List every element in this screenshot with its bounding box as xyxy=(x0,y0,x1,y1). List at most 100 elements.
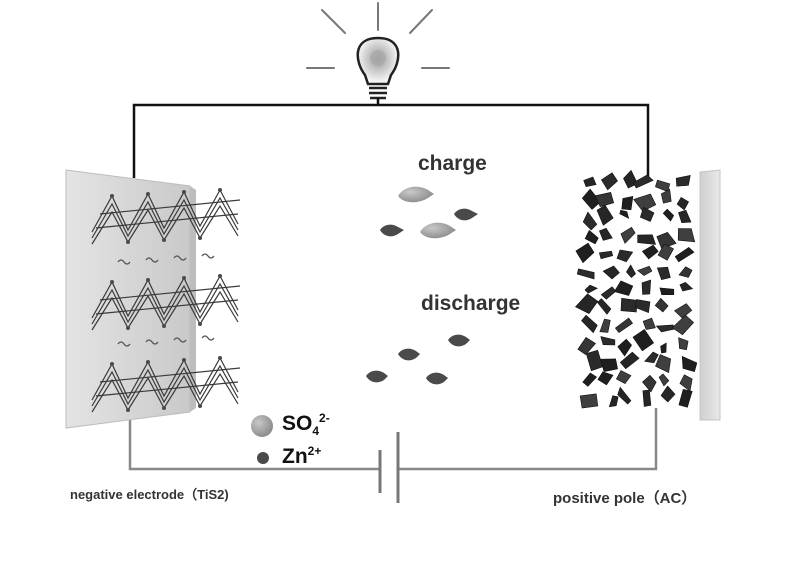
carbon-flake xyxy=(636,265,653,276)
carbon-flake xyxy=(678,266,693,278)
carbon-flake xyxy=(677,228,696,243)
carbon-flake xyxy=(632,328,655,352)
carbon-flake xyxy=(597,371,614,386)
carbon-flake xyxy=(594,192,615,208)
activated-carbon-flakes xyxy=(575,169,698,409)
carbon-flake xyxy=(678,209,692,224)
carbon-flake xyxy=(617,386,632,405)
tis2-atoms xyxy=(110,188,222,412)
carbon-flake xyxy=(620,297,638,313)
electrolyte-ions xyxy=(366,186,478,385)
light-bulb-icon xyxy=(356,36,400,106)
carbon-flake xyxy=(660,342,667,354)
negative-electrode-label: negative electrode（TiS2) xyxy=(70,487,229,502)
discharge-label: discharge xyxy=(421,292,521,315)
carbon-flake xyxy=(641,244,659,260)
zinc-base: Zn xyxy=(282,445,308,468)
zinc-sup: 2+ xyxy=(307,444,322,458)
sulfate-ion-moving xyxy=(420,222,456,239)
carbon-flake xyxy=(655,354,672,374)
carbon-flake xyxy=(678,388,693,408)
zinc-ion-moving xyxy=(454,208,478,221)
carbon-flake xyxy=(660,188,672,204)
carbon-flake xyxy=(659,287,675,296)
tis2-layer-3 xyxy=(91,356,241,413)
light-rays xyxy=(306,2,450,69)
carbon-flake xyxy=(582,211,598,231)
carbon-flake xyxy=(599,318,611,333)
carbon-flake xyxy=(619,351,640,370)
carbon-flake xyxy=(674,247,695,263)
carbon-flake xyxy=(662,208,675,222)
carbon-flake xyxy=(613,280,634,296)
carbon-flake xyxy=(620,226,636,244)
carbon-flake xyxy=(637,234,657,245)
charge-label: charge xyxy=(418,152,487,175)
top-wire xyxy=(132,103,650,178)
carbon-flake xyxy=(626,264,636,279)
positive-electrode-plate xyxy=(699,169,721,421)
carbon-flake xyxy=(660,385,676,403)
carbon-flake xyxy=(674,303,693,319)
negative-electrode-plate xyxy=(65,169,196,429)
carbon-flake xyxy=(656,266,671,280)
carbon-flake xyxy=(644,351,659,364)
carbon-flake xyxy=(600,336,616,346)
carbon-flake xyxy=(639,206,655,222)
carbon-flake xyxy=(657,243,675,261)
carbon-flake xyxy=(600,286,617,300)
carbon-flake xyxy=(583,176,597,188)
carbon-flake xyxy=(655,324,675,333)
zinc-ion-moving xyxy=(366,370,388,383)
sulfate-ion-moving xyxy=(398,186,434,203)
carbon-flake xyxy=(584,284,598,294)
zinc-ion-moving xyxy=(426,372,448,385)
interlayer-wave-marks xyxy=(117,253,215,347)
carbon-flake xyxy=(582,372,598,387)
carbon-flake xyxy=(679,282,694,292)
carbon-flake xyxy=(581,314,598,334)
sulfate-legend-label: SO42- xyxy=(282,411,330,438)
sulfate-base: SO xyxy=(282,412,313,435)
carbon-flake xyxy=(600,358,618,373)
zinc-ion-moving xyxy=(448,334,470,347)
carbon-flake xyxy=(608,395,619,408)
carbon-flake xyxy=(679,374,693,392)
carbon-flake xyxy=(602,265,620,280)
carbon-flake xyxy=(621,196,634,211)
carbon-flake xyxy=(655,179,671,193)
carbon-flake xyxy=(585,349,603,372)
carbon-flake xyxy=(596,204,614,226)
carbon-flake xyxy=(634,299,651,314)
carbon-flake xyxy=(658,373,670,387)
bottom-wire-left xyxy=(128,418,380,471)
carbon-flake xyxy=(632,174,654,189)
zinc-legend-dot xyxy=(257,452,269,464)
carbon-flake xyxy=(654,297,669,313)
carbon-flake xyxy=(575,242,595,264)
carbon-flake xyxy=(642,374,657,393)
carbon-flake xyxy=(633,193,657,212)
carbon-flake xyxy=(599,227,613,241)
carbon-flake xyxy=(576,268,595,280)
sulfate-legend-dot xyxy=(251,415,273,437)
carbon-flake xyxy=(675,175,691,187)
carbon-flake xyxy=(600,172,618,191)
carbon-flake xyxy=(596,298,612,315)
carbon-flake xyxy=(676,196,690,211)
carbon-flake xyxy=(641,279,652,295)
tis2-layered-structure xyxy=(91,188,241,413)
zinc-ion-moving xyxy=(398,348,420,361)
zinc-legend-label: Zn2+ xyxy=(282,444,321,469)
tis2-layer-1 xyxy=(91,188,241,245)
carbon-flake xyxy=(617,338,632,357)
positive-pole-label: positive pole（AC） xyxy=(553,490,697,507)
carbon-flake xyxy=(615,370,632,384)
carbon-flake xyxy=(584,229,599,245)
carbon-flake xyxy=(598,250,614,260)
sulfate-sup: 2- xyxy=(319,411,330,425)
carbon-flake xyxy=(619,209,630,219)
carbon-flake xyxy=(579,393,599,409)
